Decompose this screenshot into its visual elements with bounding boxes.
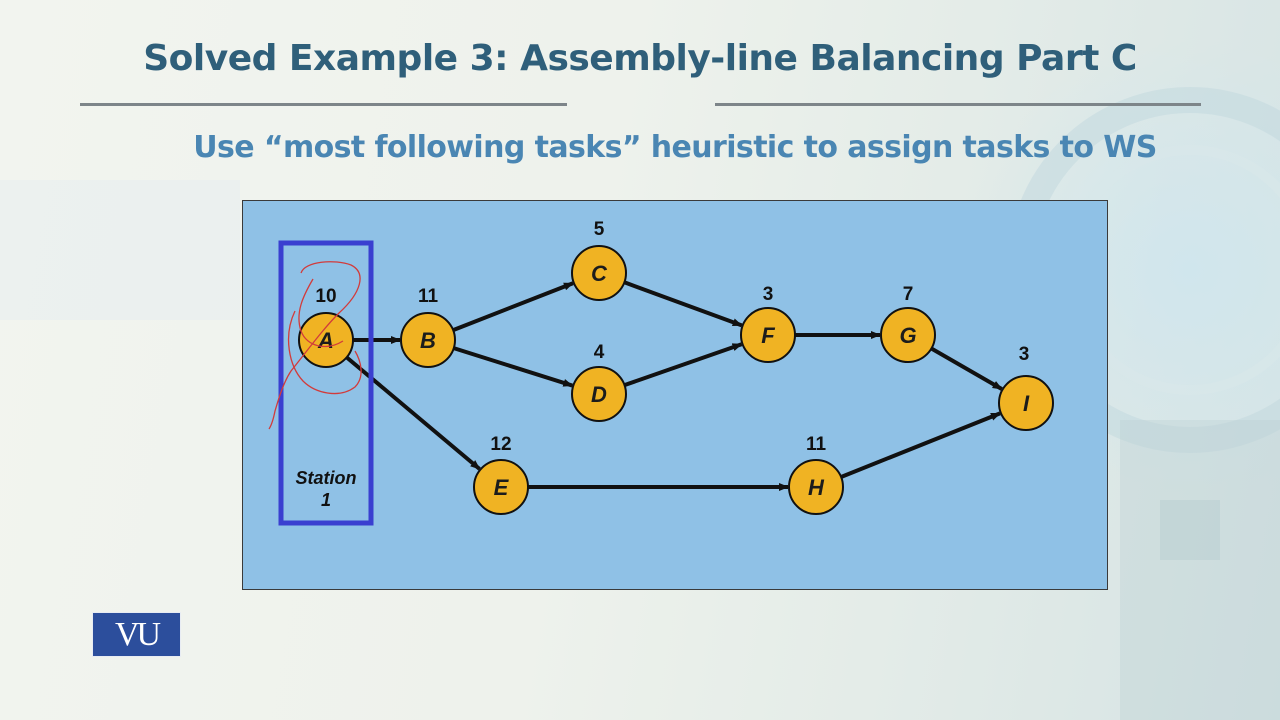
node-e-circle xyxy=(473,459,529,515)
node-a-circle xyxy=(298,312,354,368)
slide-subtitle: Use “most following tasks” heuristic to … xyxy=(193,130,1157,165)
node-i-label: I xyxy=(1023,391,1030,416)
edge-b-d xyxy=(453,346,574,388)
node-b: B 11 xyxy=(400,286,456,368)
node-d-circle xyxy=(571,366,627,422)
title-divider-left xyxy=(80,103,567,106)
node-g-circle xyxy=(880,307,936,363)
station-1-box xyxy=(278,240,374,526)
node-g: G7 xyxy=(880,284,936,363)
node-f-duration: 3 xyxy=(763,284,774,305)
station-label-line2: 1 xyxy=(321,490,331,510)
node-c-circle xyxy=(571,245,627,301)
edge-c-f xyxy=(623,280,743,328)
edge-g-i xyxy=(930,346,1003,391)
node-a: A 10 xyxy=(298,286,354,368)
node-b-duration: 11 xyxy=(418,286,439,307)
node-a-label: A xyxy=(317,328,334,353)
node-f-label: F xyxy=(761,323,775,348)
node-g-label: G xyxy=(899,323,916,348)
node-f-circle xyxy=(740,307,796,363)
node-f: F3 xyxy=(740,284,796,363)
node-h-duration: 11 xyxy=(806,434,827,455)
node-i-circle xyxy=(998,375,1054,431)
edge-d-f xyxy=(623,342,743,387)
node-c-label: C xyxy=(591,261,608,286)
node-e-duration: 12 xyxy=(490,434,511,455)
node-e: E 12 xyxy=(473,434,529,515)
node-c-duration: 5 xyxy=(594,219,605,240)
node-d-label: D xyxy=(591,382,607,407)
node-h: H 11 xyxy=(788,434,844,515)
node-h-circle xyxy=(788,459,844,515)
station-label-line1: Station xyxy=(296,468,357,488)
handwritten-annotation xyxy=(268,261,362,430)
edge-a-e xyxy=(345,355,481,471)
edge-h-i xyxy=(840,411,1001,479)
node-i: I3 xyxy=(998,344,1054,431)
vu-logo: VU xyxy=(92,612,181,657)
node-a-duration: 10 xyxy=(315,286,336,307)
node-c: C5 xyxy=(571,219,627,301)
node-h-label: H xyxy=(808,475,825,500)
vu-logo-text: VU xyxy=(114,615,161,653)
node-b-circle xyxy=(400,312,456,368)
node-i-duration: 3 xyxy=(1019,344,1030,365)
node-b-label: B xyxy=(420,328,436,353)
node-d-duration: 4 xyxy=(594,342,605,363)
node-d: D4 xyxy=(571,342,627,422)
node-e-label: E xyxy=(494,475,510,500)
edge-b-c xyxy=(452,281,574,333)
slide-title: Solved Example 3: Assembly-line Balancin… xyxy=(143,38,1137,79)
node-g-duration: 7 xyxy=(903,284,914,305)
title-divider-right xyxy=(715,103,1201,106)
